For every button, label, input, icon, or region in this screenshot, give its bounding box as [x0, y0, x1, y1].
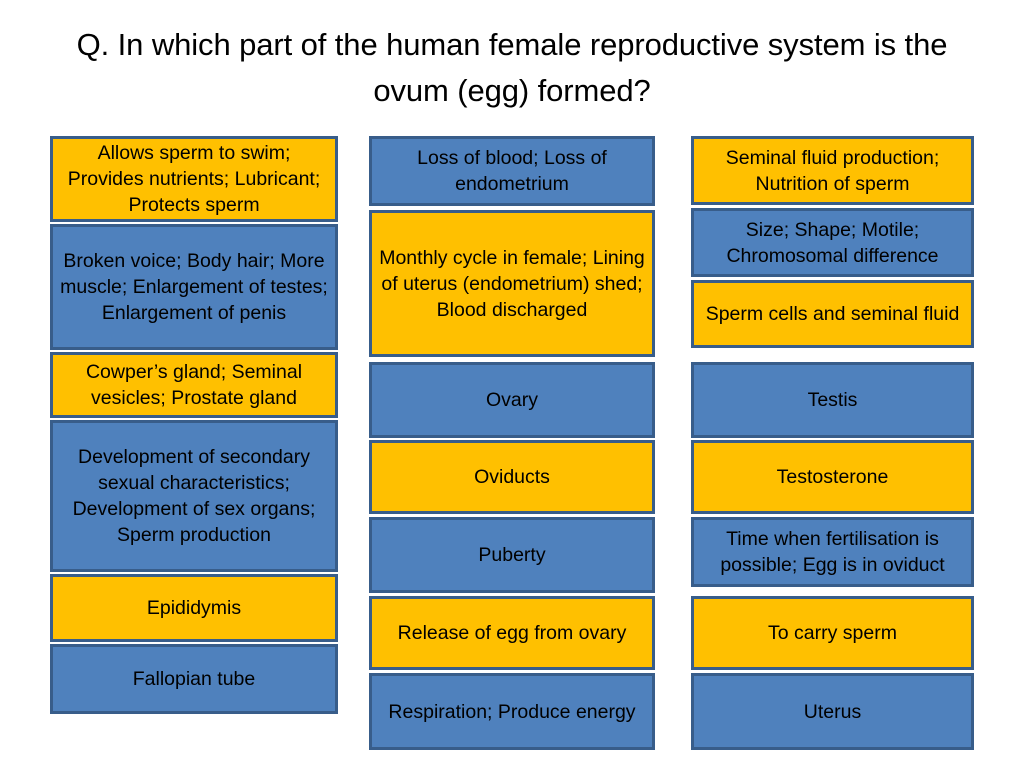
answer-box[interactable]: Testis — [691, 362, 974, 438]
answer-box-label: Allows sperm to swim; Provides nutrients… — [67, 142, 321, 216]
answer-box-label: Sperm cells and seminal fluid — [705, 303, 960, 325]
answer-box[interactable]: Size; Shape; Motile; Chromosomal differe… — [691, 208, 974, 277]
answer-box[interactable]: Broken voice; Body hair; More muscle; En… — [50, 224, 338, 350]
answer-box[interactable]: Ovary — [369, 362, 655, 438]
answer-box[interactable]: To carry sperm — [691, 596, 974, 670]
answer-box[interactable]: Uterus — [691, 673, 974, 750]
answer-box-label: Ovary — [485, 389, 538, 411]
answer-box[interactable]: Epididymis — [50, 574, 338, 642]
answer-box[interactable]: Monthly cycle in female; Lining of uteru… — [369, 210, 655, 357]
answer-box[interactable]: Time when fertilisation is possible; Egg… — [691, 517, 974, 587]
answer-box[interactable]: Oviducts — [369, 440, 655, 514]
answer-box-label: Release of egg from ovary — [397, 622, 627, 644]
answer-box-label: Development of secondary sexual characte… — [72, 446, 316, 546]
answer-box[interactable]: Development of secondary sexual characte… — [50, 420, 338, 572]
answer-box[interactable]: Seminal fluid production; Nutrition of s… — [691, 136, 974, 205]
answer-box[interactable]: Release of egg from ovary — [369, 596, 655, 670]
answer-box-label: Testis — [807, 389, 858, 411]
answer-box-label: Seminal fluid production; Nutrition of s… — [725, 146, 940, 195]
answer-box[interactable]: Puberty — [369, 517, 655, 593]
page-title: Q. In which part of the human female rep… — [76, 27, 948, 108]
answer-box[interactable]: Allows sperm to swim; Provides nutrients… — [50, 136, 338, 222]
answer-box-label: Respiration; Produce energy — [388, 700, 636, 723]
answer-box-label: Uterus — [803, 700, 862, 723]
answer-box[interactable]: Fallopian tube — [50, 644, 338, 714]
answer-box-label: Broken voice; Body hair; More muscle; En… — [60, 250, 328, 324]
answer-box-label: Loss of blood; Loss of endometrium — [417, 147, 607, 195]
answer-box-label: Oviducts — [474, 466, 550, 488]
answer-box-label: Time when fertilisation is possible; Egg… — [720, 528, 945, 576]
answer-box-label: Monthly cycle in female; Lining of uteru… — [379, 246, 645, 321]
answer-box[interactable]: Respiration; Produce energy — [369, 673, 655, 750]
answer-box[interactable]: Testosterone — [691, 440, 974, 514]
answer-box-label: Testosterone — [776, 466, 889, 488]
answer-box[interactable]: Sperm cells and seminal fluid — [691, 280, 974, 348]
answer-box-label: Puberty — [478, 544, 546, 566]
answer-box[interactable]: Cowper’s gland; Seminal vesicles; Prosta… — [50, 352, 338, 418]
answer-box-label: Cowper’s gland; Seminal vesicles; Prosta… — [85, 361, 303, 409]
answer-box-label: Size; Shape; Motile; Chromosomal differe… — [726, 218, 939, 267]
answer-box-label: To carry sperm — [768, 622, 897, 644]
answer-box-label: Fallopian tube — [132, 668, 256, 690]
answer-box[interactable]: Loss of blood; Loss of endometrium — [369, 136, 655, 206]
answer-box-label: Epididymis — [146, 597, 242, 619]
